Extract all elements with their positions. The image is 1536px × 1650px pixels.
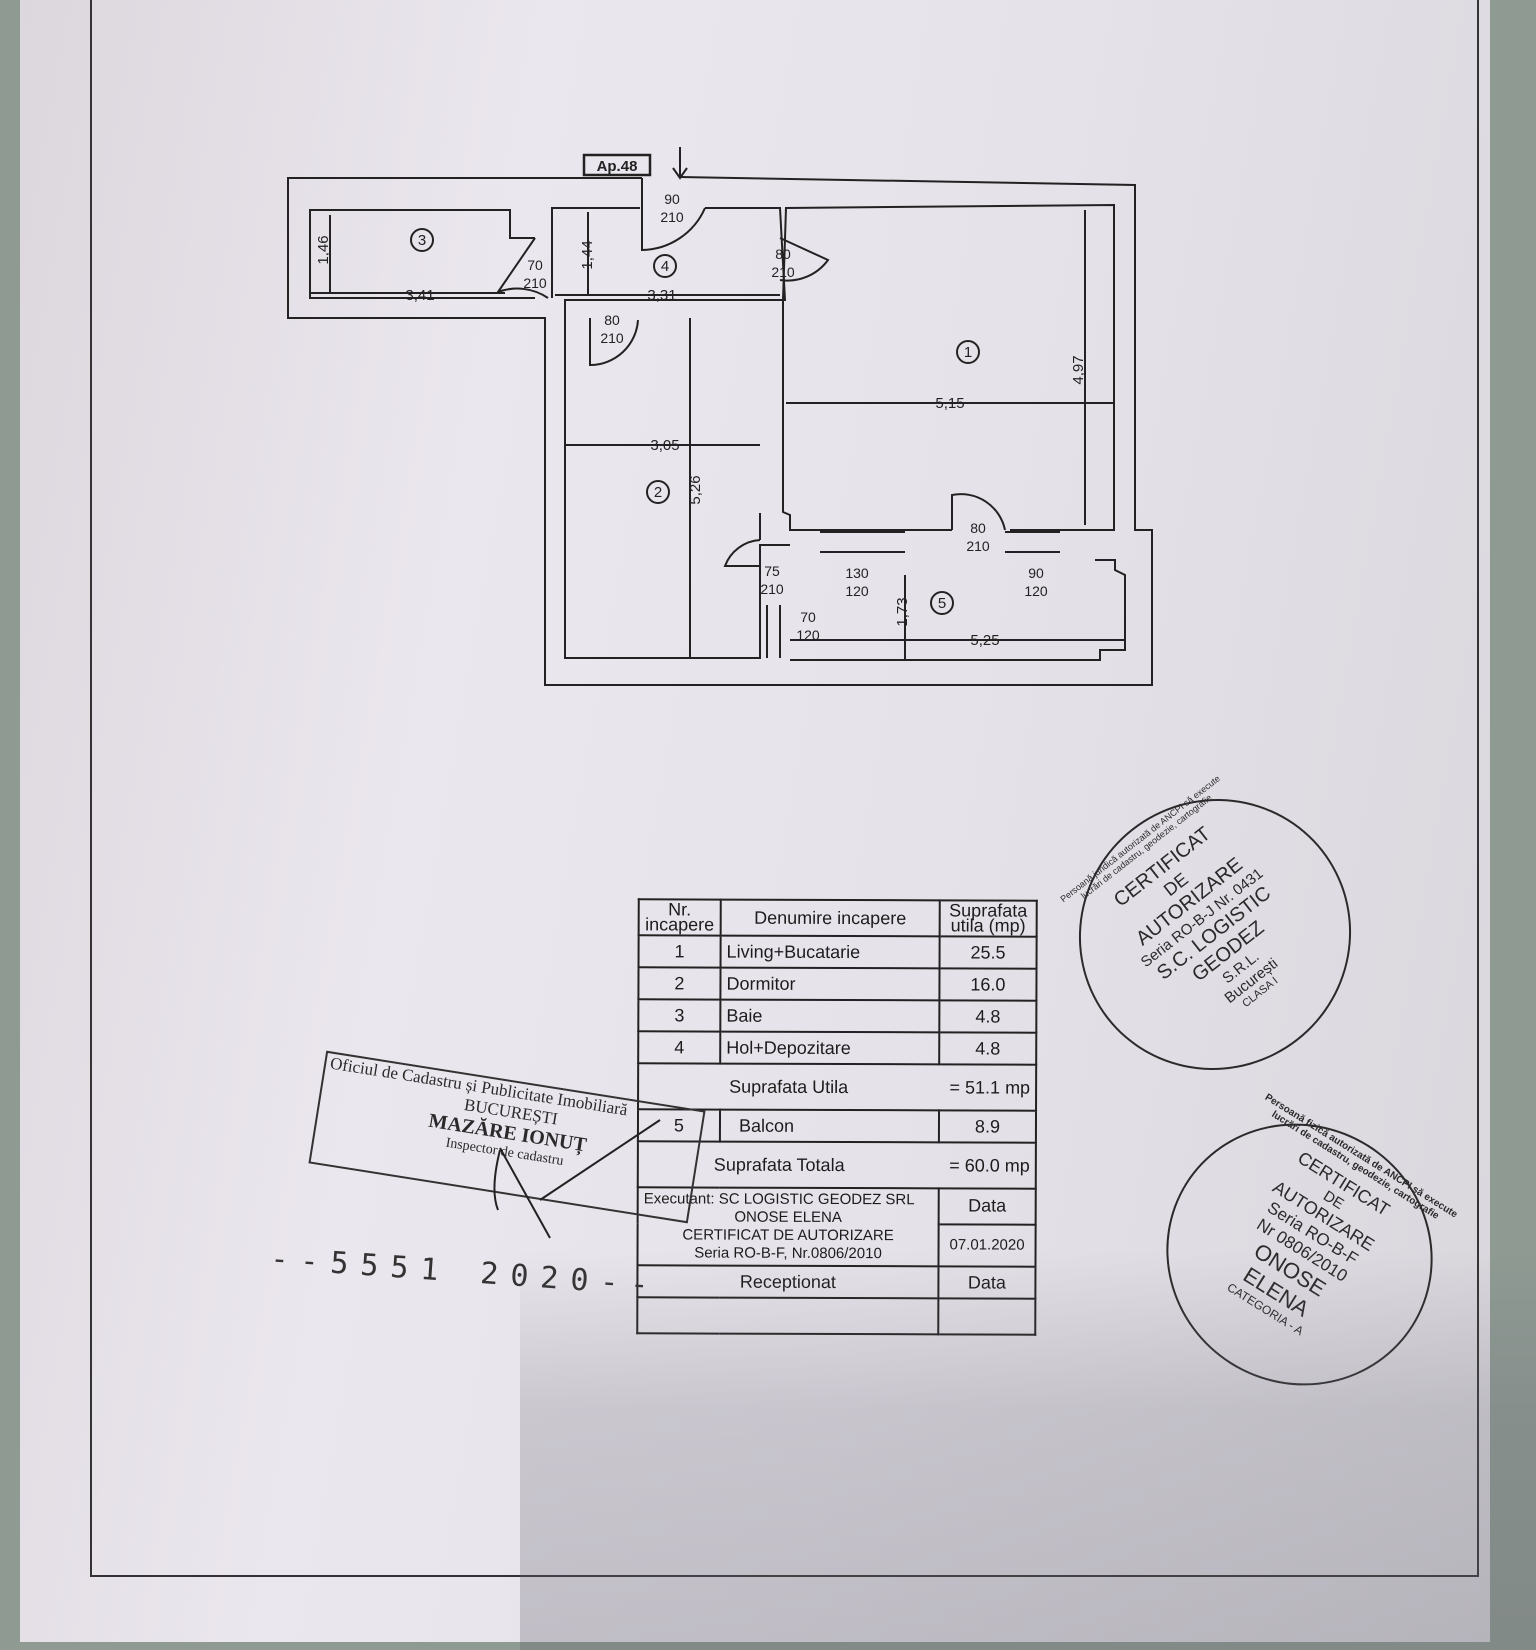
wall bbox=[782, 300, 952, 531]
document-page bbox=[20, 0, 1490, 1642]
svg-text:210: 210 bbox=[600, 330, 624, 346]
page-border bbox=[90, 0, 1479, 1577]
svg-text:75: 75 bbox=[764, 563, 780, 579]
svg-text:90: 90 bbox=[1028, 565, 1044, 581]
dimension: 5,25 bbox=[970, 632, 999, 649]
wall bbox=[759, 544, 790, 566]
dimension: 1,44 bbox=[579, 240, 596, 269]
dimension: 3,05 bbox=[650, 437, 679, 454]
svg-text:210: 210 bbox=[660, 209, 684, 225]
svg-text:210: 210 bbox=[760, 581, 784, 597]
room-number: 3 bbox=[418, 232, 426, 249]
dimension: 4,97 bbox=[1070, 355, 1087, 384]
wall bbox=[790, 559, 1126, 661]
wall bbox=[551, 207, 640, 298]
room-number: 4 bbox=[661, 258, 669, 275]
svg-text:120: 120 bbox=[796, 627, 820, 643]
svg-text:210: 210 bbox=[966, 538, 990, 554]
svg-text:70: 70 bbox=[800, 609, 816, 625]
opening-labels: 90 210 70 210 80 210 80 210 80 210 75 210 130 1… bbox=[523, 191, 1048, 643]
room-number: 5 bbox=[938, 595, 946, 612]
dimension: 5,26 bbox=[687, 475, 704, 504]
apartment-label-box bbox=[582, 153, 652, 177]
svg-text:210: 210 bbox=[523, 275, 547, 291]
svg-text:210: 210 bbox=[771, 264, 795, 280]
wall bbox=[564, 207, 787, 318]
svg-text:120: 120 bbox=[1024, 583, 1048, 599]
apartment-label: Ap.48 bbox=[597, 158, 638, 175]
dimension: 3,31 bbox=[647, 287, 676, 304]
dimension: 1,46 bbox=[315, 235, 332, 264]
dimension: 3,41 bbox=[405, 287, 434, 304]
dimension: 1,73 bbox=[894, 597, 911, 626]
svg-text:80: 80 bbox=[970, 520, 986, 536]
room-number: 2 bbox=[654, 484, 662, 501]
svg-text:80: 80 bbox=[604, 312, 620, 328]
wall bbox=[564, 318, 761, 659]
svg-text:90: 90 bbox=[664, 191, 680, 207]
svg-text:120: 120 bbox=[845, 583, 869, 599]
room-number: 1 bbox=[964, 344, 972, 361]
svg-text:130: 130 bbox=[845, 565, 869, 581]
svg-text:70: 70 bbox=[527, 257, 543, 273]
svg-text:80: 80 bbox=[775, 246, 791, 262]
dimension: 5,15 bbox=[935, 395, 964, 412]
wall bbox=[309, 209, 535, 299]
outer-wall bbox=[287, 176, 1153, 686]
wall bbox=[782, 203, 1115, 531]
